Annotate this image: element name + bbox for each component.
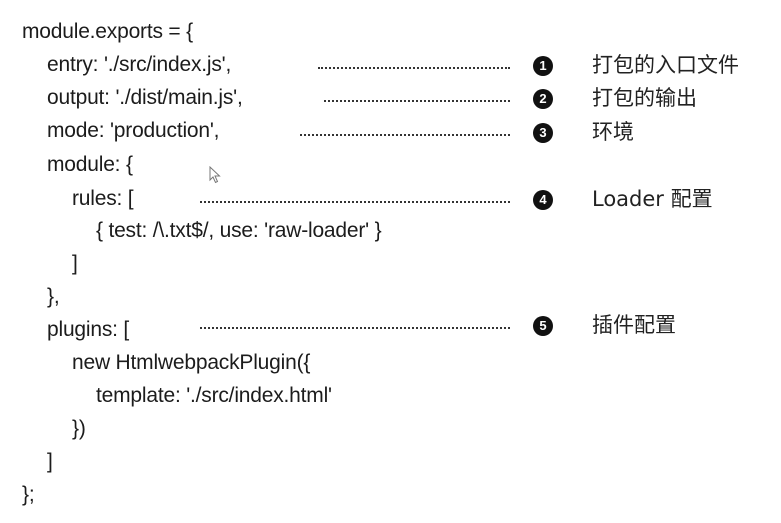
annotation-mode: 环境 [592, 120, 634, 144]
code-line: ] [47, 450, 53, 473]
code-line-plugins: plugins: [ [47, 318, 130, 341]
code-line: ] [72, 252, 78, 275]
leader-line [200, 201, 510, 203]
annotation-output: 打包的输出 [592, 86, 697, 110]
leader-line [324, 100, 510, 102]
code-line-output: output: './dist/main.js', [47, 86, 243, 109]
annotation-entry: 打包的入口文件 [592, 53, 739, 77]
code-line: }, [47, 285, 60, 308]
mouse-cursor-icon [209, 166, 221, 184]
leader-line [318, 67, 510, 69]
number-badge: 3 [533, 123, 553, 143]
number-badge: 1 [533, 56, 553, 76]
code-line-plugin: new HtmlwebpackPlugin({ [72, 351, 311, 374]
code-line-rule: { test: /\.txt$/, use: 'raw-loader' } [96, 219, 382, 242]
number-badge: 5 [533, 316, 553, 336]
code-line: }) [72, 417, 86, 440]
code-line-entry: entry: './src/index.js', [47, 53, 232, 76]
code-line: }; [22, 483, 35, 506]
leader-line [300, 134, 510, 136]
code-line-rules: rules: [ [72, 187, 134, 210]
code-line-mode: mode: 'production', [47, 119, 220, 142]
code-line-module: module: { [47, 153, 133, 176]
annotation-plugins: 插件配置 [592, 313, 676, 337]
code-line-template: template: './src/index.html' [96, 384, 332, 407]
leader-line [200, 327, 510, 329]
code-line: module.exports = { [22, 20, 193, 43]
annotation-loader: Loader 配置 [592, 187, 713, 211]
number-badge: 4 [533, 190, 553, 210]
number-badge: 2 [533, 89, 553, 109]
